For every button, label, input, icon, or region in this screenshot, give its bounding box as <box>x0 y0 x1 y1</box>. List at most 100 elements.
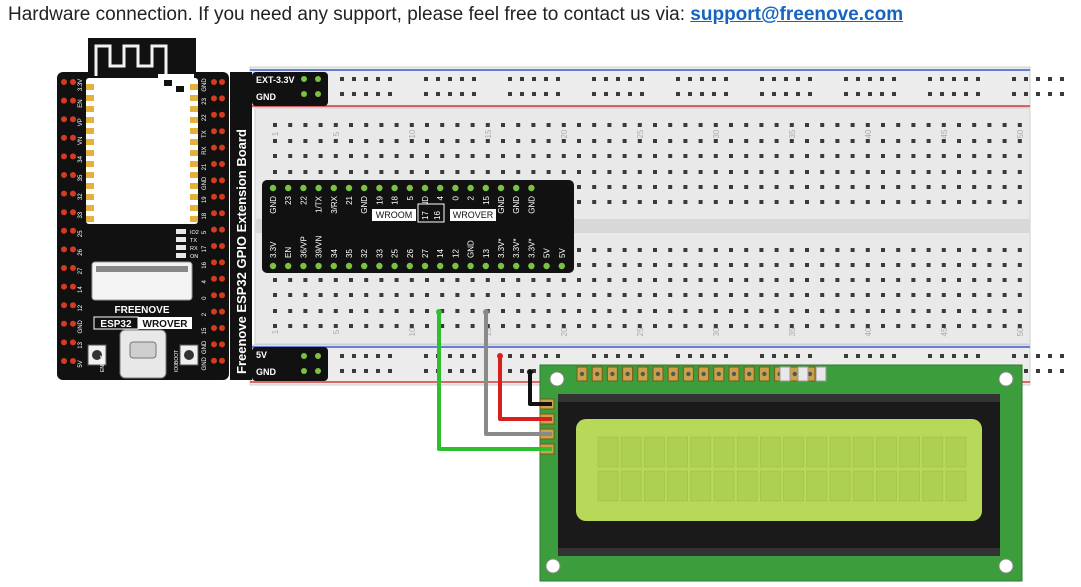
esp32-right-pin <box>211 292 217 299</box>
esp32-right-pin <box>219 325 225 331</box>
lcd-mount-hole-bl <box>545 558 561 574</box>
esp32-left-pin <box>61 190 67 197</box>
ext-rail-top-tab <box>252 72 328 106</box>
breadboard-hole <box>592 185 597 189</box>
breadboard-hole <box>1002 263 1007 267</box>
rail-hole <box>1012 77 1016 81</box>
breadboard-hole <box>744 278 749 282</box>
breadboard-hole <box>470 309 475 313</box>
lcd-char-cell <box>829 470 851 502</box>
breadboard-hole <box>1017 154 1022 158</box>
breadboard-hole <box>637 263 642 267</box>
breadboard-hole <box>987 309 992 313</box>
lcd-char-cell <box>667 436 688 468</box>
breadboard-hole <box>561 293 566 297</box>
breadboard-hole <box>759 248 764 252</box>
breadboard-hole <box>577 154 581 158</box>
ext-top-pin <box>345 184 353 192</box>
breadboard-hole <box>835 185 840 189</box>
esp32-left-pin <box>61 116 67 123</box>
esp32-left-pin <box>70 97 76 104</box>
breadboard-top-rail <box>249 66 1031 108</box>
ext-top-pin <box>437 184 444 192</box>
breadboard-hole <box>850 278 855 282</box>
breadboard-hole <box>911 123 916 127</box>
support-email-link[interactable]: support@freenove.com <box>690 4 904 25</box>
breadboard-hole <box>729 170 733 174</box>
rail-hole <box>1048 369 1052 373</box>
esp32-right-pin-label: RX <box>202 146 208 154</box>
breadboard-hole <box>850 324 855 328</box>
breadboard-hole <box>1017 293 1022 297</box>
breadboard-hole <box>501 123 505 127</box>
breadboard-hole <box>774 185 779 189</box>
rail-hole <box>712 77 716 81</box>
breadboard-hole <box>409 123 414 127</box>
esp32-right-pin <box>211 128 217 135</box>
esp32-right-pin <box>211 308 217 315</box>
breadboard-hole <box>592 200 597 204</box>
breadboard-hole <box>698 293 703 297</box>
breadboard-hole <box>759 309 764 313</box>
breadboard-hole <box>637 248 642 252</box>
rail-hole <box>1048 77 1052 81</box>
rail-hole <box>424 369 428 373</box>
ext-bottom-pin <box>452 262 459 270</box>
breadboard-hole <box>805 248 809 252</box>
rail-hole <box>616 354 620 358</box>
breadboard-hole <box>713 123 718 127</box>
esp32-led-label: RX <box>190 246 198 252</box>
breadboard-hole <box>865 185 870 189</box>
lcd-header-hole <box>579 371 585 377</box>
esp32-right-pin <box>211 226 217 233</box>
ext-rail-top-label-2: GND <box>256 92 277 102</box>
esp32-pad <box>190 172 198 178</box>
ext-rail-pin <box>301 76 307 82</box>
lcd-header-pin <box>797 366 809 382</box>
breadboard-hole <box>972 123 977 127</box>
breadboard-hole <box>972 278 977 282</box>
breadboard-hole <box>987 263 992 267</box>
breadboard-hole <box>622 154 627 158</box>
esp32-right-pin <box>219 193 225 200</box>
breadboard-hole <box>698 139 703 143</box>
esp32-pad <box>86 139 94 145</box>
rail-hole <box>844 77 848 81</box>
breadboard-hole <box>561 278 566 282</box>
esp32-pad <box>86 216 94 222</box>
breadboard-hole <box>987 154 992 158</box>
rail-hole <box>472 354 476 358</box>
breadboard-hole <box>485 170 490 174</box>
breadboard-hole <box>972 154 977 158</box>
rail-hole <box>952 77 956 81</box>
ext-top-pin <box>285 184 292 192</box>
rail-hole <box>448 77 452 81</box>
breadboard-hole <box>364 324 369 328</box>
breadboard-hole <box>273 278 277 282</box>
rail-hole <box>340 354 344 358</box>
breadboard-hole <box>713 263 718 267</box>
breadboard-hole <box>531 139 536 143</box>
esp32-right-pin <box>211 341 217 348</box>
breadboard-hole <box>455 123 460 127</box>
breadboard-hole <box>835 248 840 252</box>
ext-rail-pin <box>301 91 307 97</box>
rail-hole <box>700 77 704 81</box>
lcd-char-cell <box>783 436 804 468</box>
breadboard-hole <box>987 248 992 252</box>
breadboard-hole <box>896 185 901 189</box>
ext-bottom-pin-label: 33 <box>375 249 384 258</box>
breadboard-hole <box>774 170 779 174</box>
esp32-left-pin-label: VN <box>78 137 84 145</box>
ext-bottom-pin-label: 12 <box>451 249 460 258</box>
breadboard-hole <box>668 200 673 204</box>
breadboard-hole <box>683 154 688 158</box>
column-number-bottom: 45 <box>940 327 949 336</box>
breadboard-hole <box>1017 123 1022 127</box>
breadboard-hole <box>926 278 931 282</box>
esp32-left-pin-label: 14 <box>78 286 84 293</box>
breadboard-hole <box>896 154 901 158</box>
rail-hole <box>796 354 800 358</box>
breadboard-hole <box>516 123 521 127</box>
